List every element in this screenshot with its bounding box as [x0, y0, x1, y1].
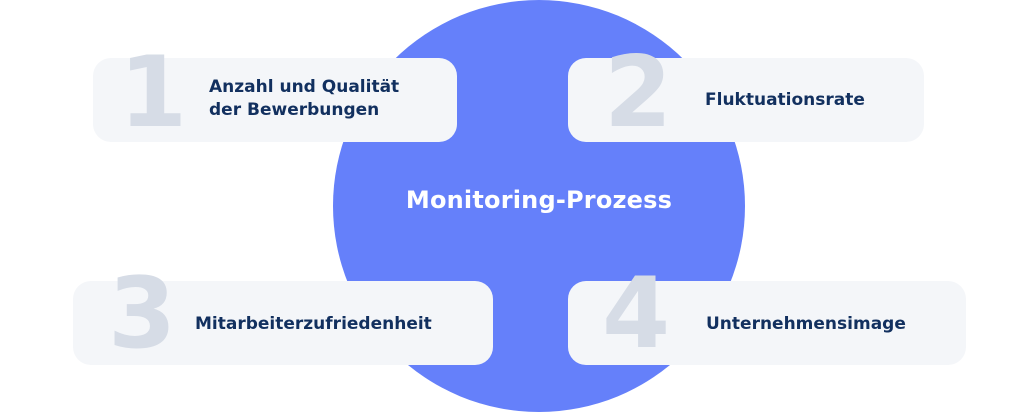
card-3: 3 Mitarbeiterzufriedenheit [73, 265, 493, 365]
card-label-line: Unternehmensimage [706, 314, 906, 334]
card-label: Fluktuationsrate [705, 89, 865, 112]
card-number: 3 [108, 257, 177, 371]
card-label-line: Fluktuationsrate [705, 90, 865, 110]
center-label: Monitoring-Prozess [405, 186, 673, 214]
card-label: Anzahl und Qualität der Bewerbungen [209, 76, 399, 122]
card-4: 4 Unternehmensimage [568, 265, 966, 365]
card-label-line: der Bewerbungen [209, 99, 380, 120]
card-label: Unternehmensimage [706, 313, 906, 336]
card-number: 4 [602, 257, 671, 371]
card-label-line: Anzahl und Qualität [209, 77, 400, 97]
card-1: 1 Anzahl und Qualität der Bewerbungen [93, 44, 457, 142]
card-label-line: Mitarbeiterzufriedenheit [195, 314, 432, 334]
card-label: Mitarbeiterzufriedenheit [195, 313, 432, 336]
card-number: 2 [604, 36, 673, 150]
card-number: 1 [119, 36, 188, 150]
card-2: 2 Fluktuationsrate [568, 44, 924, 142]
